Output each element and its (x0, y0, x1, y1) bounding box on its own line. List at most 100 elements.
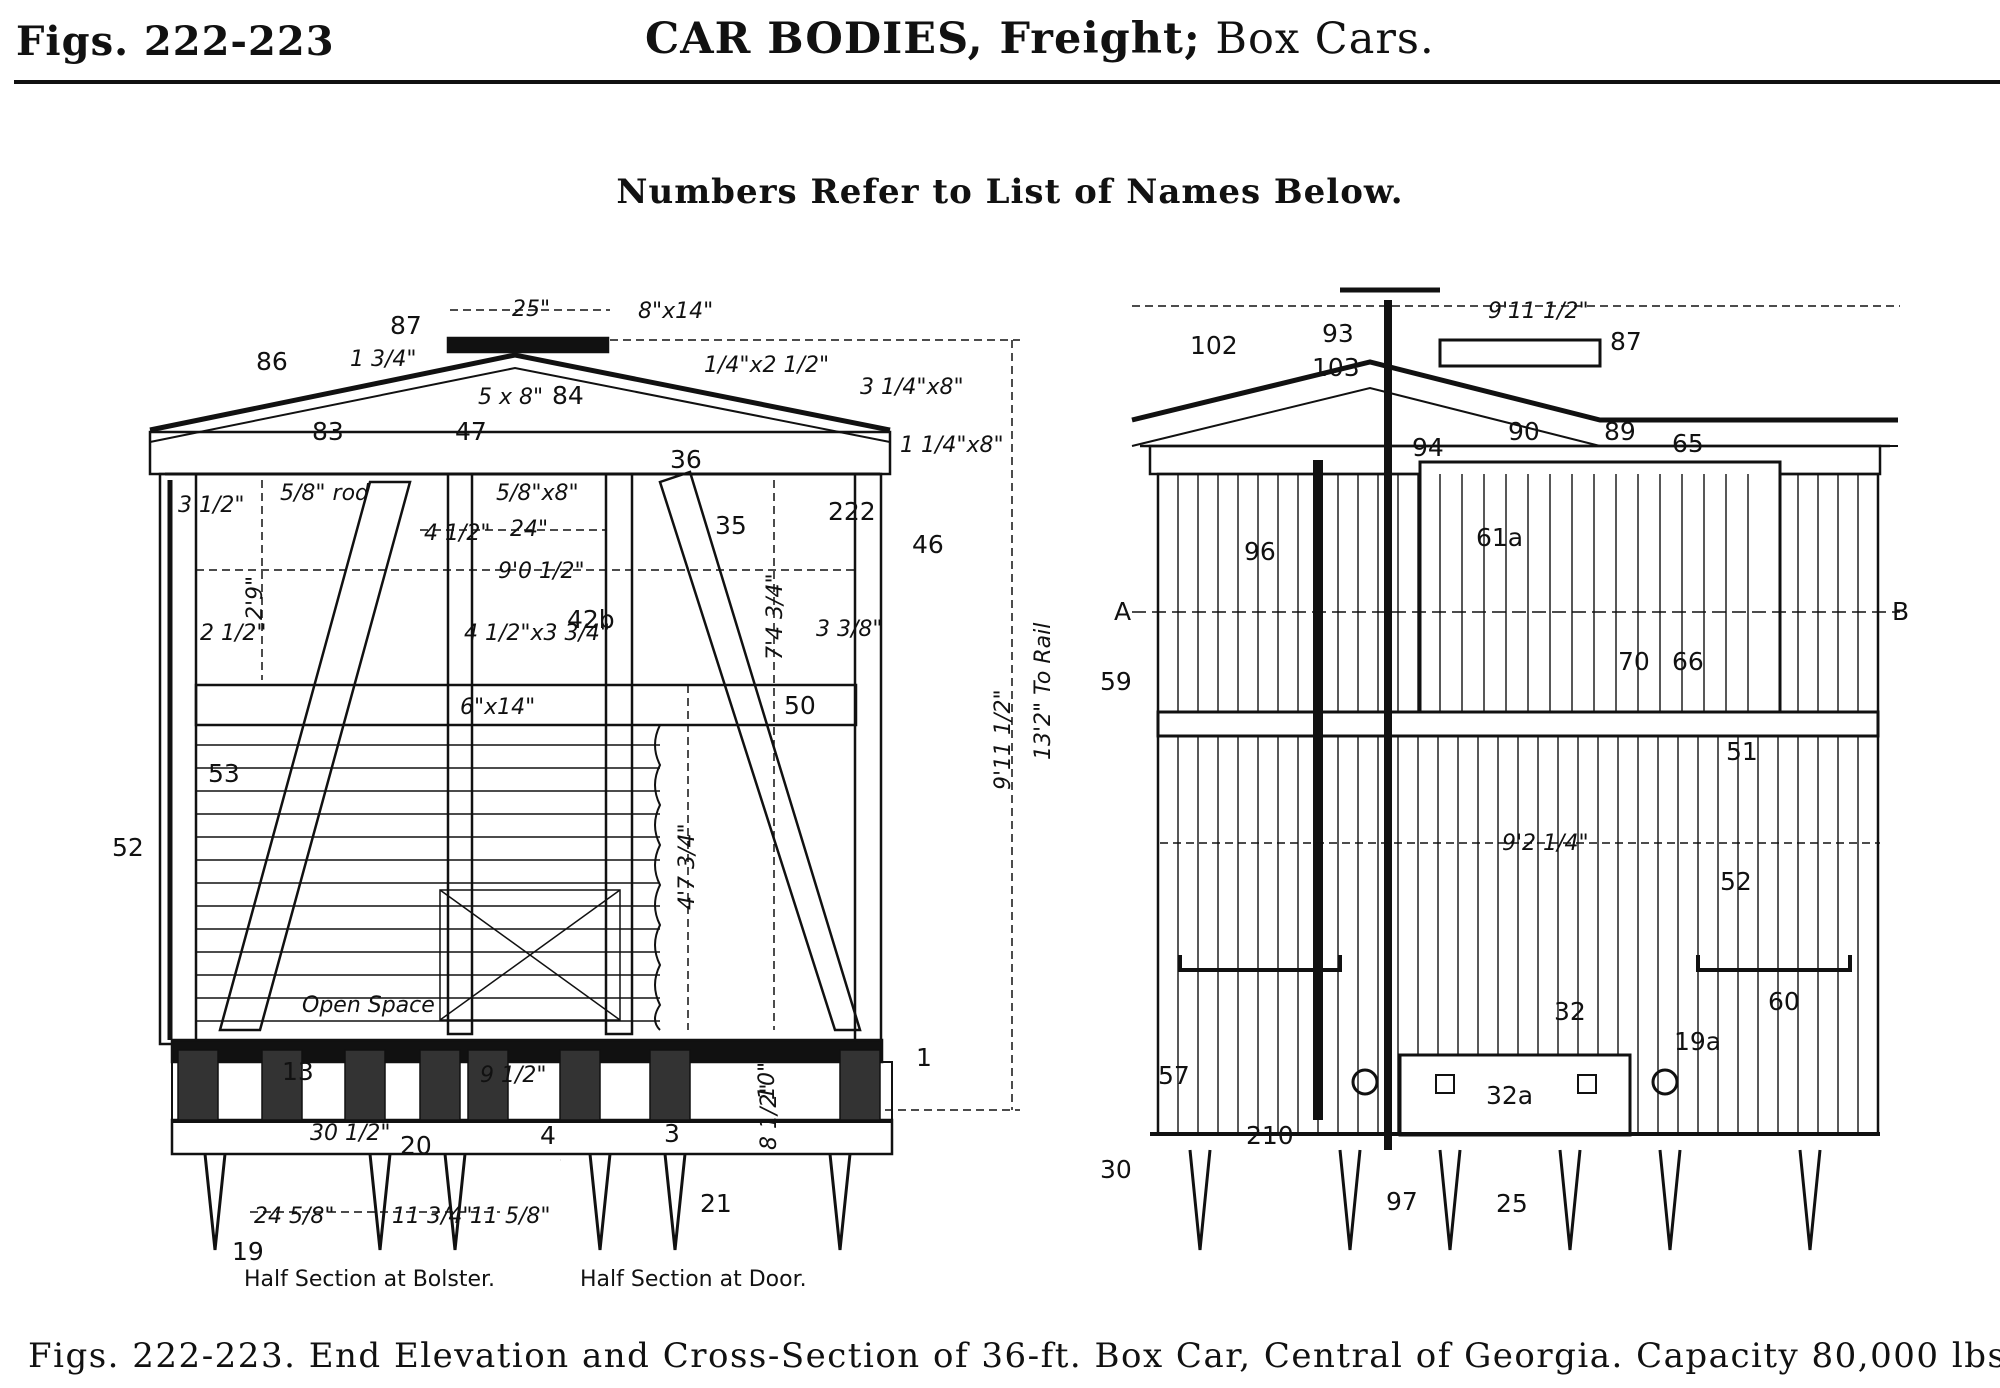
label-89: 89 (1604, 417, 1636, 446)
sill-blocks (177, 1049, 881, 1121)
left-labels: 87 86 84 83 47 36 35 222 46 42b 50 53 52… (112, 297, 1056, 1292)
left-brace (218, 480, 412, 1032)
half-section-bolster: Half Section at Bolster. (244, 1267, 495, 1292)
label-13: 13 (282, 1057, 314, 1086)
label-87r: 87 (1610, 327, 1642, 356)
label-3: 3 (664, 1119, 680, 1148)
dim-4-1-2x3-3-4: 4 1/2"x3 3/4" (464, 621, 610, 646)
wavy-lining-edge (654, 724, 662, 1031)
label-19: 19 (232, 1237, 264, 1266)
half-section-door: Half Section at Door. (580, 1267, 807, 1292)
belt-rail-50 (194, 683, 858, 727)
label-47: 47 (455, 417, 487, 446)
label-25: 25 (1496, 1189, 1528, 1218)
header-rule (14, 80, 2000, 84)
grab-iron-left (1178, 955, 1342, 972)
title-bold: CAR BODIES, Freight; (645, 14, 1201, 64)
lining-boards (196, 744, 660, 1022)
dim-right-9-11-1-2: 9'11 1/2" (1488, 299, 1589, 324)
center-post-b (604, 472, 634, 1036)
label-53: 53 (208, 759, 240, 788)
dim-9-1-2: 9 1/2" (480, 1063, 547, 1088)
dim-9-11-1-2: 9'11 1/2" (991, 689, 1016, 790)
end-plate (148, 430, 892, 476)
dim-3-1-2: 3 1/2" (178, 493, 245, 518)
left-corner-post (158, 472, 198, 1046)
figure-caption: Figs. 222-223. End Elevation and Cross-S… (28, 1336, 2000, 1376)
right-running-board (1438, 338, 1602, 368)
right-corner-post (853, 472, 883, 1046)
dim-3-3-8: 3 3/8" (816, 617, 883, 642)
right-elevation-drawing (1131, 287, 1900, 1251)
label-84: 84 (552, 381, 584, 410)
label-19a: 19a (1674, 1027, 1721, 1056)
label-A: A (1114, 597, 1131, 626)
grab-iron-right (1696, 955, 1852, 972)
label-86: 86 (256, 347, 288, 376)
label-36: 36 (670, 445, 702, 474)
dim-1-1-4x8: 1 1/4"x8" (900, 433, 1004, 458)
right-labels: 102 93 87 103 90 89 65 94 96 61a A B 59 … (1100, 299, 1909, 1218)
right-bolts (1188, 1149, 1822, 1251)
label-93: 93 (1322, 319, 1354, 348)
dim-5x8: 5 x 8" (478, 385, 543, 410)
label-65: 65 (1672, 429, 1704, 458)
label-52: 52 (112, 833, 144, 862)
label-90: 90 (1508, 417, 1540, 446)
end-belt-rail (1156, 710, 1880, 738)
label-57: 57 (1158, 1061, 1190, 1090)
label-B: B (1892, 597, 1909, 626)
label-52r: 52 (1720, 867, 1752, 896)
dim-4-1-2: 4 1/2" (424, 521, 491, 546)
label-51: 51 (1726, 737, 1758, 766)
diagram-subtitle: Numbers Refer to List of Names Below. (616, 172, 1404, 212)
door-panel (439, 889, 621, 1021)
siding-boards (1177, 474, 1859, 1134)
dim-2-1-2: 2 1/2" (200, 621, 267, 646)
dim-30-1-2: 30 1/2" (310, 1121, 391, 1146)
label-21: 21 (700, 1189, 732, 1218)
running-board (446, 336, 610, 354)
label-102: 102 (1190, 331, 1238, 360)
label-50: 50 (784, 691, 816, 720)
dim-6x14: 6"x14" (460, 695, 535, 720)
label-46: 46 (912, 530, 944, 559)
label-4: 4 (540, 1121, 556, 1150)
dim-7-4-3-4: 7'4 3/4" (763, 573, 788, 660)
label-20: 20 (400, 1131, 432, 1160)
label-94: 94 (1412, 433, 1444, 462)
page-title: CAR BODIES, Freight; Box Cars. (645, 14, 1435, 64)
label-222: 222 (828, 497, 876, 526)
dim-24: 24" (510, 517, 548, 542)
figure-number: Figs. 222-223 (16, 18, 335, 65)
label-42b: 42b (567, 605, 615, 634)
bolster-area (171, 1061, 893, 1123)
dim-3-1-4x8: 3 1/4"x8" (860, 375, 964, 400)
dim-11-3-4: 11 3/4" (392, 1204, 473, 1229)
center-post-a (446, 472, 474, 1036)
dim-11-5-8: 11 5/8" (470, 1204, 551, 1229)
dim-5-8-rod: 5/8" rod (280, 481, 370, 506)
label-66: 66 (1672, 647, 1704, 676)
label-32: 32 (1554, 997, 1586, 1026)
dim-1-4x2-1-2: 1/4"x2 1/2" (704, 353, 829, 378)
left-elevation-drawing (148, 309, 1020, 1251)
dim-1-3-4: 1 3/4" (350, 347, 417, 372)
end-door-61a (1418, 460, 1782, 714)
label-70: 70 (1618, 647, 1650, 676)
label-35: 35 (715, 511, 747, 540)
open-space-note: Open Space (302, 993, 435, 1018)
dim-10: 10" (755, 1062, 780, 1100)
label-96: 96 (1244, 537, 1276, 566)
label-61a: 61a (1476, 523, 1523, 552)
floor (170, 1118, 894, 1156)
dim-4-7-3-4: 4'7 3/4" (675, 823, 700, 910)
left-roof-underside (149, 366, 891, 443)
label-1: 1 (916, 1043, 932, 1072)
left-roof-line (149, 352, 891, 433)
label-87: 87 (390, 311, 422, 340)
label-59: 59 (1100, 667, 1132, 696)
right-brace (658, 470, 862, 1032)
dim-2-9: 2'9" (243, 576, 268, 620)
